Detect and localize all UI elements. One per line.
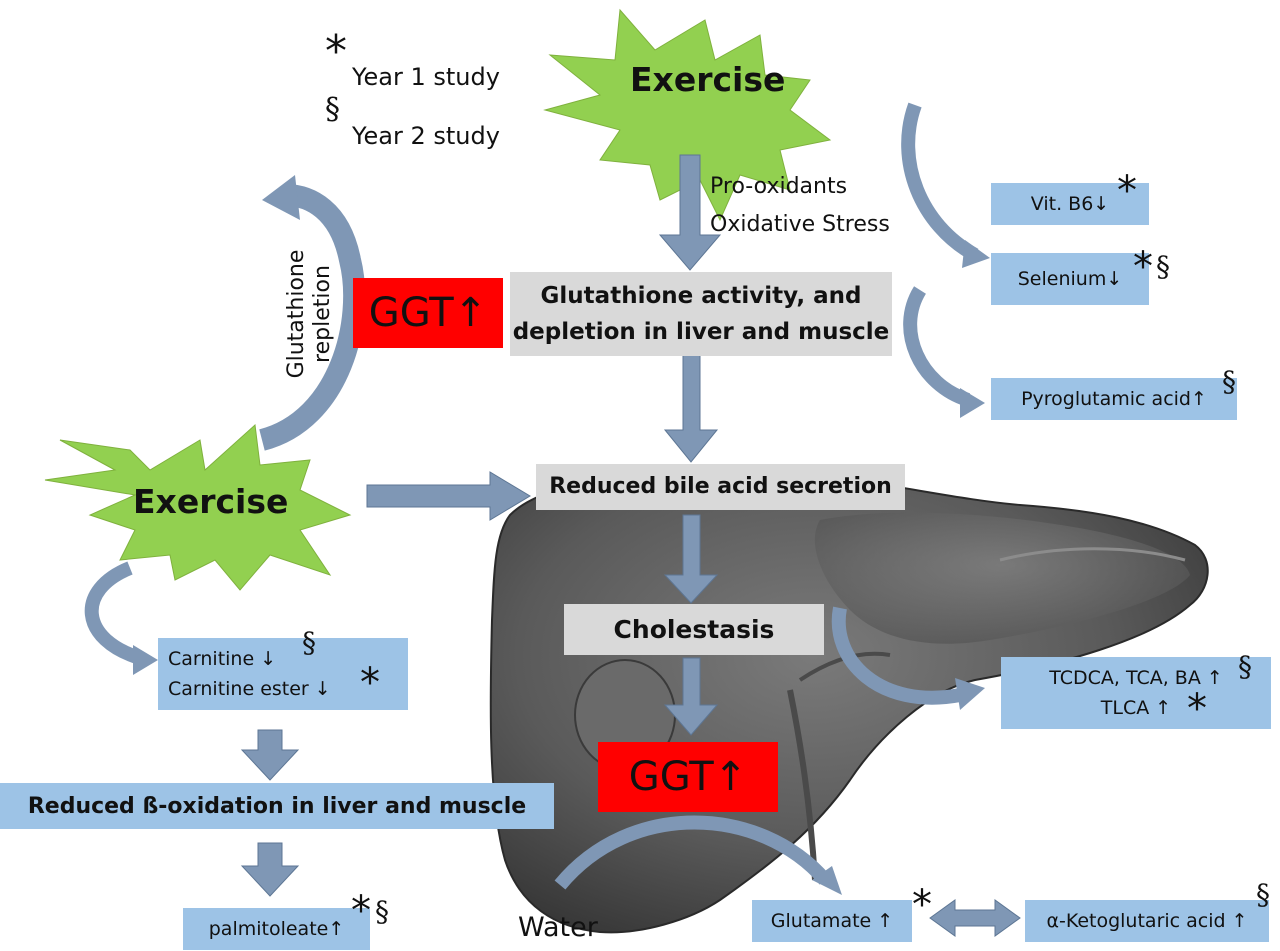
tcdca-line1: TCDCA, TCA, BA ↑ [1049, 667, 1223, 689]
arrow-exercise-to-carnitine-head [133, 645, 158, 675]
exercise-left-label: Exercise [133, 482, 289, 521]
exercise-starburst-left [44, 423, 352, 591]
legend-year1-label: Year 1 study [352, 63, 500, 91]
liver-fissure [999, 547, 1186, 562]
vit-b6-label: Vit. B6↓ [1030, 193, 1110, 215]
palmitoleate-box: palmitoleate↑ [183, 908, 370, 950]
glutamate-box: Glutamate ↑ [752, 900, 912, 942]
ggt-box-top: GGT↑ [353, 278, 503, 348]
arrow-glutathione-to-bile [663, 354, 719, 463]
carnitine-line1: Carnitine ↓ [168, 648, 277, 670]
exercise-top-label: Exercise [630, 60, 786, 99]
carnitine-line2: Carnitine ester ↓ [168, 678, 331, 700]
glutathione-activity-line1: Glutathione activity, and [540, 283, 862, 309]
legend-year1-symbol: * [325, 26, 347, 77]
ggt-box-bottom: GGT↑ [598, 742, 778, 812]
tcdca-year2-marker: § [1238, 650, 1252, 683]
ketoglutaric-label: α-Ketoglutaric acid ↑ [1046, 910, 1248, 932]
selenium-label: Selenium↓ [1017, 268, 1123, 290]
glutamate-label: Glutamate ↑ [770, 910, 894, 932]
arrow-glutathione-repletion [258, 184, 366, 451]
reduced-bile-box: Reduced bile acid secretion [536, 464, 905, 510]
glutathione-repletion-line2: repletion [310, 265, 335, 363]
arrow-to-pyroglutamic [903, 286, 971, 407]
tcdca-box: TCDCA, TCA, BA ↑ TLCA ↑ [1001, 657, 1271, 729]
arrow-carnitine-to-beta [240, 729, 300, 781]
selenium-year2-marker: § [1156, 250, 1170, 283]
glutathione-repletion-line1: Glutathione [284, 249, 309, 379]
arrow-cholestasis-to-ggt [663, 657, 719, 736]
pyroglutamic-label: Pyroglutamic acid↑ [1021, 388, 1207, 410]
arrow-cholestasis-to-tcdca-head [955, 678, 985, 710]
ketoglutaric-box: α-Ketoglutaric acid ↑ [1025, 900, 1269, 942]
pyroglutamic-box: Pyroglutamic acid↑ [991, 378, 1237, 420]
vit-b6-year1-marker: * [1117, 168, 1137, 214]
arrow-to-pyroglutamic-head [960, 388, 985, 418]
liver-right-lobe [814, 512, 1190, 644]
ketoglutaric-year2-marker: § [1256, 878, 1270, 911]
cholestasis-box: Cholestasis [564, 604, 824, 655]
arrow-bile-to-cholestasis [663, 514, 719, 604]
pro-oxidants-label: Pro-oxidants [710, 174, 848, 199]
arrow-cholestasis-to-tcdca [831, 606, 962, 705]
tlca-year1-marker: * [1187, 686, 1207, 732]
water-label: Water [518, 912, 598, 943]
glutamate-year1-marker: * [912, 882, 932, 928]
oxidative-stress-label: Oxidative Stress [710, 212, 890, 237]
bile-duct [787, 689, 818, 881]
palmitoleate-year1-marker: * [351, 888, 371, 934]
arrow-exercise-to-carnitine [84, 561, 143, 665]
selenium-year1-marker: * [1133, 244, 1153, 290]
arrow-exercise-to-bile [366, 471, 531, 521]
arrow-beta-to-palmitoleate [240, 842, 300, 897]
curved-arrows [84, 102, 990, 895]
arrow-exercise-to-glutathione [658, 154, 722, 271]
tcdca-line2: TLCA ↑ [1100, 697, 1172, 719]
carnitine-box: Carnitine ↓ Carnitine ester ↓ [158, 638, 408, 710]
vit-b6-box: Vit. B6↓ [991, 183, 1149, 225]
carnitine-year2-marker: § [302, 626, 316, 659]
legend-year2-label: Year 2 study [352, 122, 500, 150]
pyroglutamic-year2-marker: § [1222, 365, 1236, 398]
block-arrows [240, 154, 1021, 937]
arrow-glutamate-ketoglutaric [929, 899, 1021, 937]
glutathione-activity-box: Glutathione activity, and depletion in l… [510, 272, 892, 356]
arrow-to-vitb6 [901, 102, 979, 262]
arrow-glutathione-repletion-head [262, 175, 300, 220]
arrow-water-to-glutamate [554, 815, 831, 890]
palmitoleate-label: palmitoleate↑ [208, 918, 345, 940]
arrow-water-to-glutamate-head [812, 866, 842, 895]
palmitoleate-year2-marker: § [375, 895, 389, 928]
arrow-to-vitb6-head [962, 240, 990, 268]
carnitine-ester-year1-marker: * [360, 660, 380, 706]
exercise-starburst-top [543, 8, 832, 222]
reduced-beta-box: Reduced ß-oxidation in liver and muscle [0, 783, 554, 829]
glutathione-activity-line2: depletion in liver and muscle [512, 319, 890, 345]
legend-year2-symbol: § [325, 92, 340, 127]
selenium-box: Selenium↓ [991, 253, 1149, 305]
